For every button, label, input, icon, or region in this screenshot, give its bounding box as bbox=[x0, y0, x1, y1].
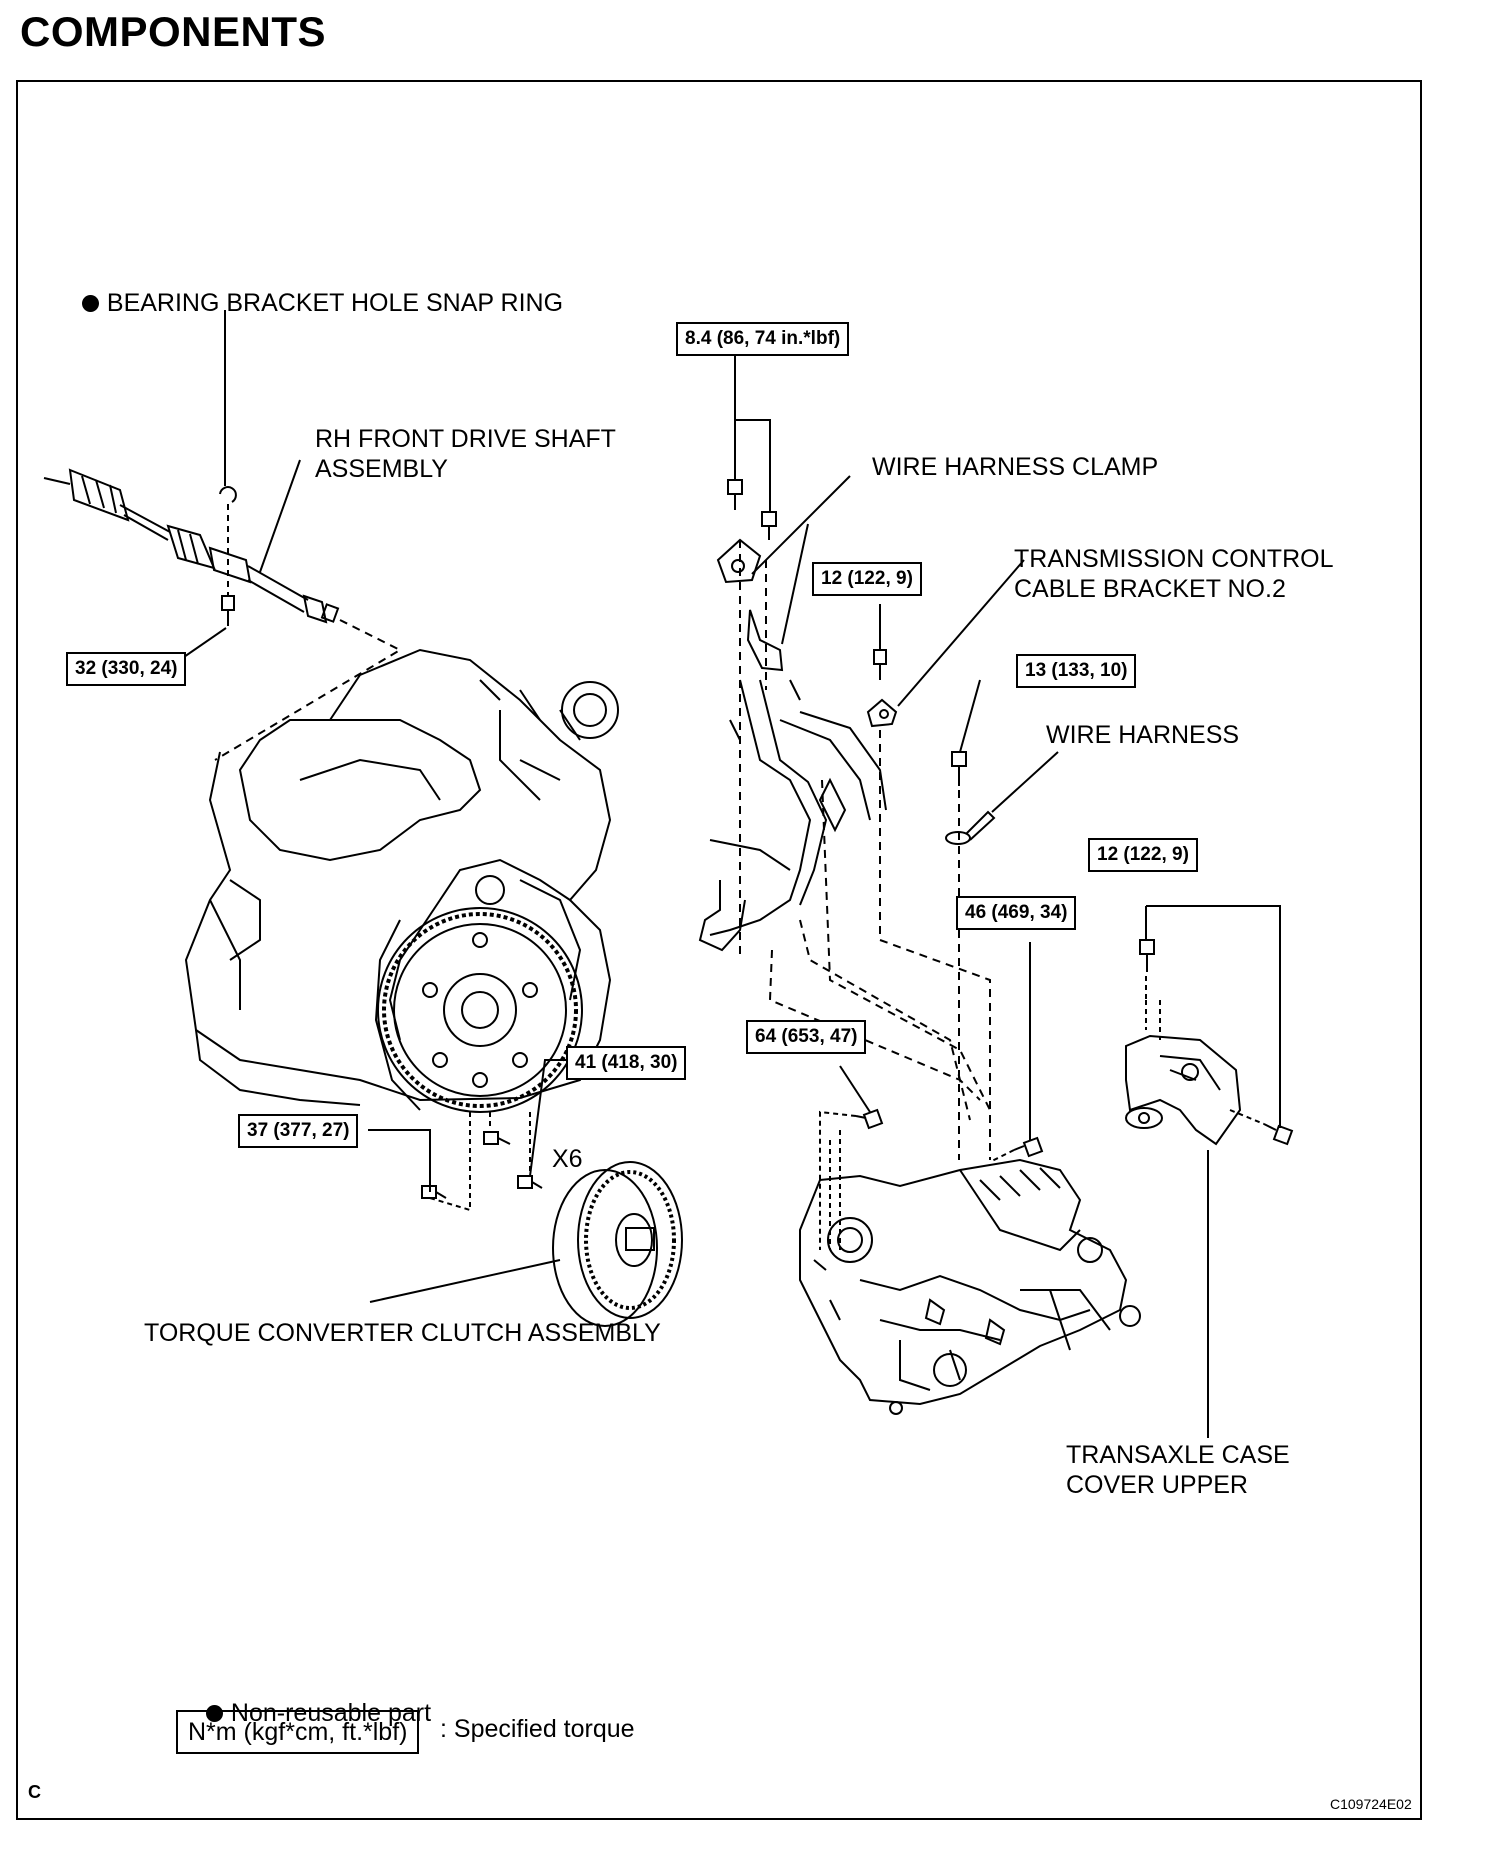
label-cable-bracket: TRANSMISSION CONTROL CABLE BRACKET NO.2 bbox=[1014, 545, 1334, 603]
drive-plate-drawing bbox=[374, 907, 583, 1113]
snap-ring-drawing bbox=[219, 486, 237, 503]
label-snap-ring: BEARING BRACKET HOLE SNAP RING bbox=[68, 258, 563, 318]
label-x6: X6 bbox=[552, 1145, 583, 1173]
wire-harness-bolts-drawing bbox=[727, 479, 777, 540]
transaxle-drawing bbox=[799, 1158, 1141, 1415]
page-title: COMPONENTS bbox=[20, 8, 327, 55]
torque-box-37: 37 (377, 27) bbox=[238, 1114, 359, 1148]
label-torque-converter: TORQUE CONVERTER CLUTCH ASSEMBLY bbox=[144, 1319, 661, 1347]
bolts-37-drawing bbox=[421, 1131, 511, 1199]
legend-specified-torque: : Specified torque bbox=[440, 1715, 635, 1743]
torque-box-32: 32 (330, 24) bbox=[66, 652, 187, 686]
torque-box-41: 41 (418, 30) bbox=[566, 1046, 687, 1080]
legend-non-reusable-text: Non-reusable part bbox=[230, 1699, 432, 1727]
label-wire-harness: WIRE HARNESS bbox=[1046, 721, 1240, 749]
torque-box-12-cable: 12 (122, 9) bbox=[812, 562, 922, 596]
wire-harness-drawing bbox=[698, 679, 887, 952]
snap-ring-text: BEARING BRACKET HOLE SNAP RING bbox=[106, 289, 564, 317]
diagram-frame bbox=[16, 80, 1422, 1820]
case-cover-drawing bbox=[1125, 1034, 1242, 1146]
wire-harness-terminal-drawing bbox=[945, 810, 996, 845]
torque-box-8-4: 8.4 (86, 74 in.*lbf) bbox=[676, 322, 850, 356]
torque-box-64: 64 (653, 47) bbox=[746, 1020, 867, 1054]
legend-non-reusable: Non-reusable part bbox=[192, 1668, 431, 1728]
non-reusable-bullet-icon bbox=[81, 295, 99, 312]
label-wire-harness-clamp: WIRE HARNESS CLAMP bbox=[872, 453, 1159, 481]
legend-torque-unit: N*m (kgf*cm, ft.*lbf) bbox=[176, 1710, 420, 1754]
label-drive-shaft: RH FRONT DRIVE SHAFT ASSEMBLY bbox=[315, 425, 616, 483]
legend-bullet-icon bbox=[205, 1705, 223, 1722]
torque-box-46: 46 (469, 34) bbox=[956, 896, 1077, 930]
corner-letter: C bbox=[28, 1782, 41, 1802]
wire-harness-clamp-drawing bbox=[716, 538, 784, 672]
bolt-41-drawing bbox=[517, 1175, 543, 1189]
cable-bracket-drawing bbox=[866, 698, 898, 728]
bolt-32-drawing bbox=[221, 595, 235, 626]
figure-code: C109724E02 bbox=[1330, 1796, 1412, 1812]
label-case-cover: TRANSAXLE CASE COVER UPPER bbox=[1066, 1441, 1290, 1499]
drive-shaft-drawing bbox=[43, 468, 340, 624]
engine-drawing bbox=[184, 648, 619, 1106]
torque-box-12-cover: 12 (122, 9) bbox=[1088, 838, 1198, 872]
torque-box-13: 13 (133, 10) bbox=[1016, 654, 1137, 688]
torque-converter-drawing bbox=[552, 1161, 683, 1327]
